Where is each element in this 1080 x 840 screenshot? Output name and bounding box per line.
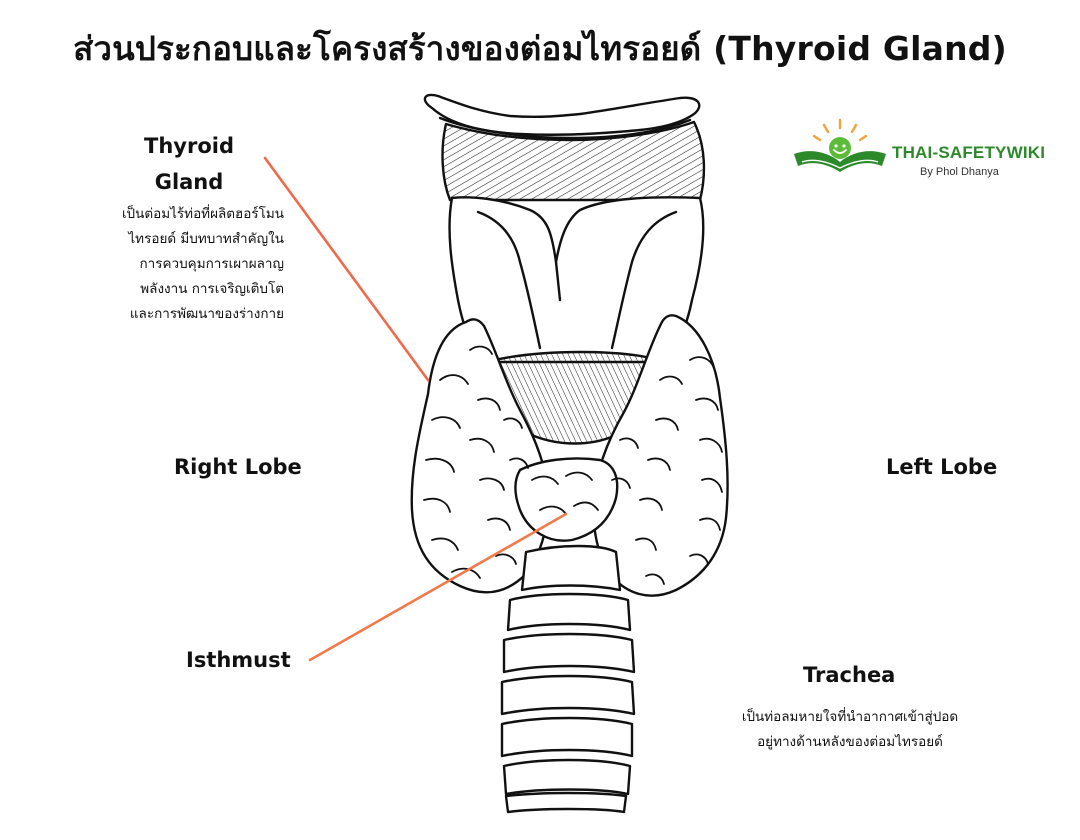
description-line: เป็นต่อมไร้ท่อที่ผลิตฮอร์โมน xyxy=(121,206,284,222)
thyroid-cartilage xyxy=(448,196,705,364)
isthmust-label: Isthmust xyxy=(186,648,291,672)
trachea-label: Trachea xyxy=(803,663,896,687)
thyroid-gland-label-line1: Thyroid xyxy=(144,134,234,158)
description-line: การควบคุมการเผาผลาญ xyxy=(139,256,285,272)
isthmust-leader-line xyxy=(308,512,568,662)
thyroid-gland-label-line2: Gland xyxy=(154,170,224,194)
description-line: และการพัฒนาของร่างกาย xyxy=(129,306,284,322)
logo-byline: By Phol Dhanya xyxy=(920,166,999,178)
right-lobe xyxy=(410,318,550,594)
thyroid-gland-description: เป็นต่อมไร้ท่อที่ผลิตฮอร์โมน ไทรอยด์ มีบ… xyxy=(60,202,284,327)
page-title: ส่วนประกอบและโครงสร้างของต่อมไทรอยด์ (Th… xyxy=(73,29,1007,68)
thai-safetywiki-logo: THAI-SAFETYWIKI By Phol Dhanya xyxy=(788,116,1045,186)
thyroid-gland-label: Thyroid Gland xyxy=(143,128,235,200)
trachea-description: เป็นท่อลมหายใจที่นำอากาศเข้าสู่ปอด อยู่ท… xyxy=(700,705,1000,755)
thyrohyoid-membrane xyxy=(441,120,706,202)
right-lobe-label: Right Lobe xyxy=(174,455,302,479)
book-sun-icon xyxy=(794,118,886,172)
description-line: เป็นท่อลมหายใจที่นำอากาศเข้าสู่ปอด xyxy=(741,709,959,725)
description-line: ไทรอยด์ มีบทบาทสำคัญใน xyxy=(128,231,284,247)
left-lobe-label: Left Lobe xyxy=(886,455,998,479)
thyroid-gland-leader-line xyxy=(263,156,430,382)
description-line: อยู่ทางด้านหลังของต่อมไทรอยด์ xyxy=(757,734,943,750)
hyoid-bone xyxy=(423,93,701,140)
description-line: พลังงาน การเจริญเติบโต xyxy=(140,281,284,297)
trachea-rings xyxy=(500,544,636,814)
logo-name: THAI-SAFETYWIKI xyxy=(892,143,1046,162)
